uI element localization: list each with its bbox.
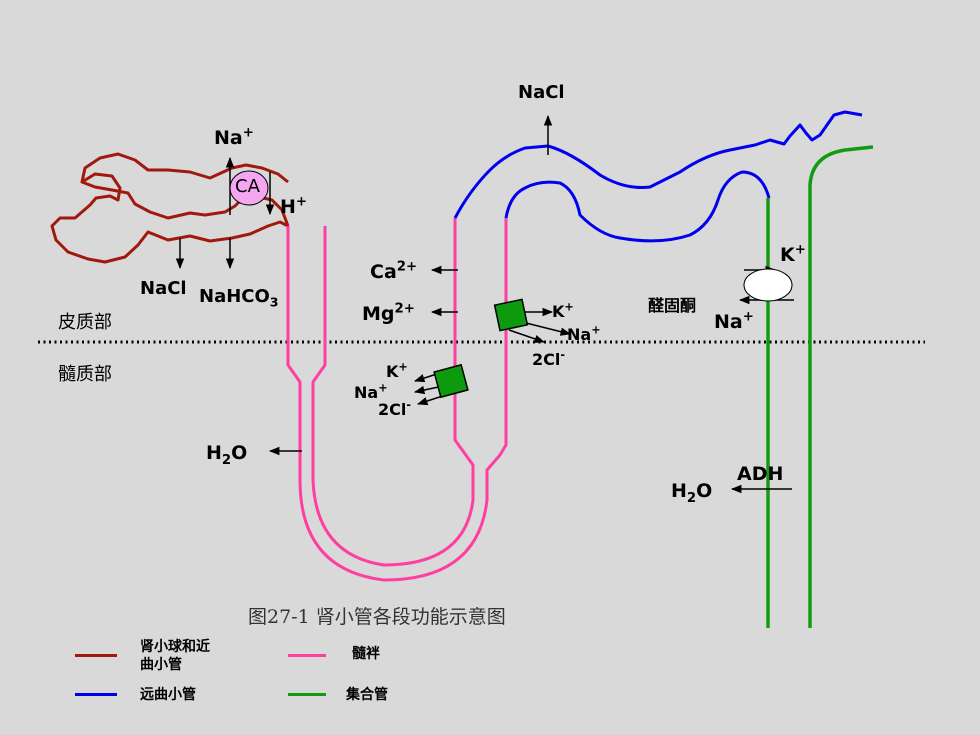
proximal-tubule (50, 152, 290, 264)
cortex-label: 皮质部 (58, 312, 112, 333)
mg2-label: Mg2+ (362, 301, 415, 325)
legend-label-distal: 远曲小管 (140, 687, 196, 703)
legend-swatch-collecting (288, 693, 326, 696)
carbonic-anhydrase-circle-icon (229, 170, 269, 206)
legend-label-proximal: 肾小球和近 曲小管 (140, 639, 210, 673)
collecting-duct (766, 145, 874, 628)
h2o-loop-label: H2O (206, 442, 248, 468)
legend-swatch-distal (75, 693, 117, 696)
k-medulla-label: K+ (386, 360, 408, 381)
cl2-medulla-label: 2Cl- (378, 398, 412, 419)
legend-swatch-proximal (75, 654, 117, 657)
k-thick-label: K+ (552, 300, 574, 321)
green-square-cotransporter-icon (433, 363, 469, 399)
loop-of-henle (286, 218, 508, 582)
medulla-label: 髓质部 (58, 364, 112, 385)
nacl-top-label: NaCl (518, 82, 565, 103)
na-medulla-label: Na+ (354, 381, 388, 402)
h-proximal-label: H+ (280, 194, 308, 218)
ca2-label: Ca2+ (370, 259, 418, 283)
h2o-collecting-label: H2O (671, 480, 713, 506)
na-thick-label: Na+ (567, 323, 601, 344)
ca-label: CA (235, 176, 260, 197)
green-square-cotransporter-icon (493, 298, 529, 332)
legend-label-collecting: 集合管 (346, 687, 388, 703)
na-collecting-label: Na+ (714, 309, 754, 333)
nahco3-label: NaHCO3 (199, 286, 279, 310)
adh-label: ADH (737, 463, 784, 485)
na-proximal-label: Na+ (214, 125, 254, 149)
aldosterone-label: 醛固酮 (648, 296, 697, 315)
nacl-proximal-label: NaCl (140, 278, 187, 299)
figure-caption: 图27-1 肾小管各段功能示意图 (248, 606, 506, 628)
legend-swatch-loop (288, 654, 326, 657)
white-ellipse-pump-icon (743, 268, 793, 302)
k-collecting-label: K+ (780, 242, 806, 266)
distal-tubule (453, 110, 863, 243)
cl2-thick-label: 2Cl- (532, 348, 566, 369)
legend-label-loop: 髓袢 (352, 646, 380, 662)
